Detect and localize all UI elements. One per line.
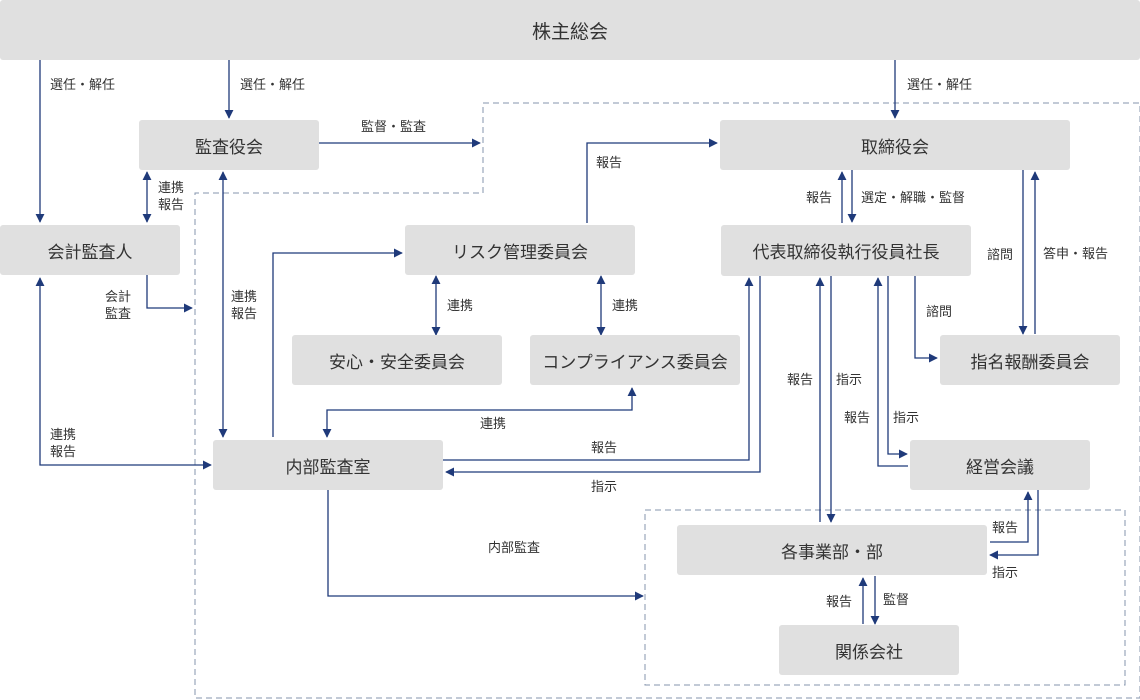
label-coop-internal: 連携 — [480, 417, 507, 432]
label-report-management: 報告 — [844, 411, 871, 426]
node-risk-committee: リスク管理委員会 — [405, 225, 635, 275]
label-supervise-audit: 監督・監査 — [361, 120, 427, 135]
label-instruct-divisions: 指示 — [836, 373, 863, 388]
label-report-president: 報告 — [806, 191, 833, 206]
label-report-internal: 報告 — [591, 441, 618, 456]
arrow-internal-audit-to-divisions — [327, 490, 644, 601]
node-safety-committee: 安心・安全委員会 — [292, 335, 502, 385]
label-instruct-management: 指示 — [893, 411, 920, 426]
arrow-management-to-divisions — [989, 490, 1039, 560]
label-report-management-divisions: 報告 — [992, 521, 1019, 536]
label-instruct-internal: 指示 — [591, 480, 618, 495]
label-supervise-affiliates: 監督 — [883, 593, 910, 608]
arrow-accounting-audit — [146, 275, 193, 313]
label-consult-board: 諮問 — [987, 248, 1014, 263]
executive-region-border — [194, 102, 1140, 699]
label-accounting-audit: 会計 監査 — [105, 290, 132, 322]
label-internal-audit: 内部監査 — [488, 541, 541, 556]
node-board-of-directors: 取締役会 — [720, 120, 1070, 170]
node-audit-board: 監査役会 — [139, 120, 319, 170]
arrow-president-to-nomination — [914, 276, 938, 363]
label-elect-dismiss-audit: 選任・解任 — [240, 78, 306, 93]
node-compliance-committee: コンプライアンス委員会 — [530, 335, 740, 385]
business-region-border — [644, 509, 1126, 686]
arrow-president-to-internal-audit — [445, 276, 761, 477]
node-business-divisions: 各事業部・部 — [677, 525, 987, 575]
label-reply-report: 答申・報告 — [1043, 247, 1109, 262]
label-elect-dismiss-accounting: 選任・解任 — [50, 78, 116, 93]
label-report-risk: 報告 — [596, 156, 623, 171]
label-coop-report-accounting: 連携 報告 — [50, 428, 77, 460]
arrow-risk-to-board — [586, 138, 718, 223]
arrow-management-to-president — [873, 277, 908, 467]
label-report-divisions: 報告 — [787, 373, 814, 388]
label-coop-safety: 連携 — [447, 299, 474, 314]
label-report-affiliates: 報告 — [826, 595, 853, 610]
label-instruct-management-divisions: 指示 — [992, 566, 1019, 581]
node-accounting-auditor: 会計監査人 — [0, 225, 180, 275]
label-consult-president: 諮問 — [926, 305, 953, 320]
arrow-divisions-to-management — [990, 491, 1033, 543]
node-shareholders-meeting: 株主総会 — [0, 0, 1140, 60]
arrow-internal-audit-compliance — [322, 387, 637, 438]
label-select-dismiss-supervise: 選定・解職・監督 — [861, 191, 966, 206]
arrow-accounting-auditor-internal-audit — [35, 277, 212, 470]
label-coop-report-auditor: 連携 報告 — [158, 181, 185, 213]
node-management-meeting: 経営会議 — [910, 440, 1090, 490]
arrow-president-to-management — [887, 276, 908, 459]
node-internal-audit-office: 内部監査室 — [213, 440, 443, 490]
arrow-internal-audit-to-risk — [272, 248, 403, 437]
label-elect-dismiss-board: 選任・解任 — [907, 78, 973, 93]
label-coop-report-internal: 連携 報告 — [231, 290, 258, 322]
node-president: 代表取締役執行役員社長 — [721, 225, 971, 276]
node-affiliates: 関係会社 — [779, 625, 959, 675]
node-nomination-committee: 指名報酬委員会 — [940, 335, 1120, 385]
label-coop-compliance: 連携 — [612, 299, 639, 314]
arrow-internal-audit-to-president — [443, 277, 754, 461]
